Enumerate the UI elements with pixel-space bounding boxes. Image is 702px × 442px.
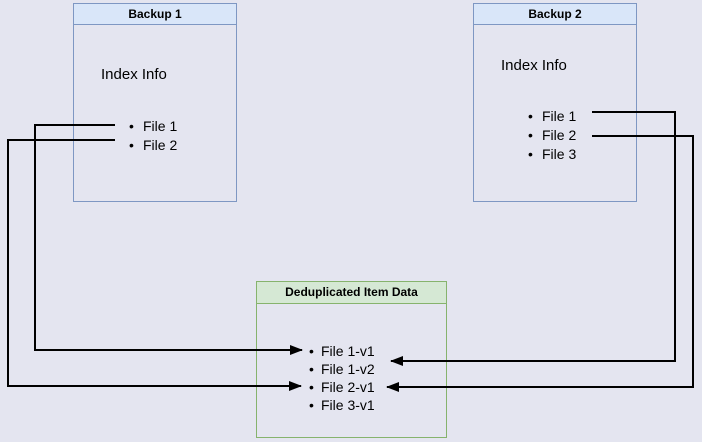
backup1-index-info-label: Index Info <box>101 66 167 83</box>
backup1-file-item: File 2 <box>129 136 177 155</box>
backup2-box: Backup 2 Index Info File 1 File 2 File 3 <box>473 3 637 202</box>
backup1-box: Backup 1 Index Info File 1 File 2 <box>73 3 237 202</box>
backup2-file-item: File 3 <box>528 145 576 164</box>
backup2-file-item: File 1 <box>528 107 576 126</box>
dedup-item: File 1-v1 <box>309 342 375 360</box>
dedup-item: File 2-v1 <box>309 378 375 396</box>
backup1-file-list: File 1 File 2 <box>129 117 177 155</box>
dedup-box: Deduplicated Item Data File 1-v1 File 1-… <box>256 281 447 438</box>
backup2-file-list: File 1 File 2 File 3 <box>528 107 576 164</box>
backup2-file-item: File 2 <box>528 126 576 145</box>
dedup-item: File 1-v2 <box>309 360 375 378</box>
backup1-file-item: File 1 <box>129 117 177 136</box>
backup2-title: Backup 2 <box>474 4 636 25</box>
dedup-item-list: File 1-v1 File 1-v2 File 2-v1 File 3-v1 <box>309 342 375 414</box>
dedup-item: File 3-v1 <box>309 396 375 414</box>
backup2-index-info-label: Index Info <box>501 57 567 74</box>
dedup-title: Deduplicated Item Data <box>257 282 446 304</box>
backup1-title: Backup 1 <box>74 4 236 25</box>
